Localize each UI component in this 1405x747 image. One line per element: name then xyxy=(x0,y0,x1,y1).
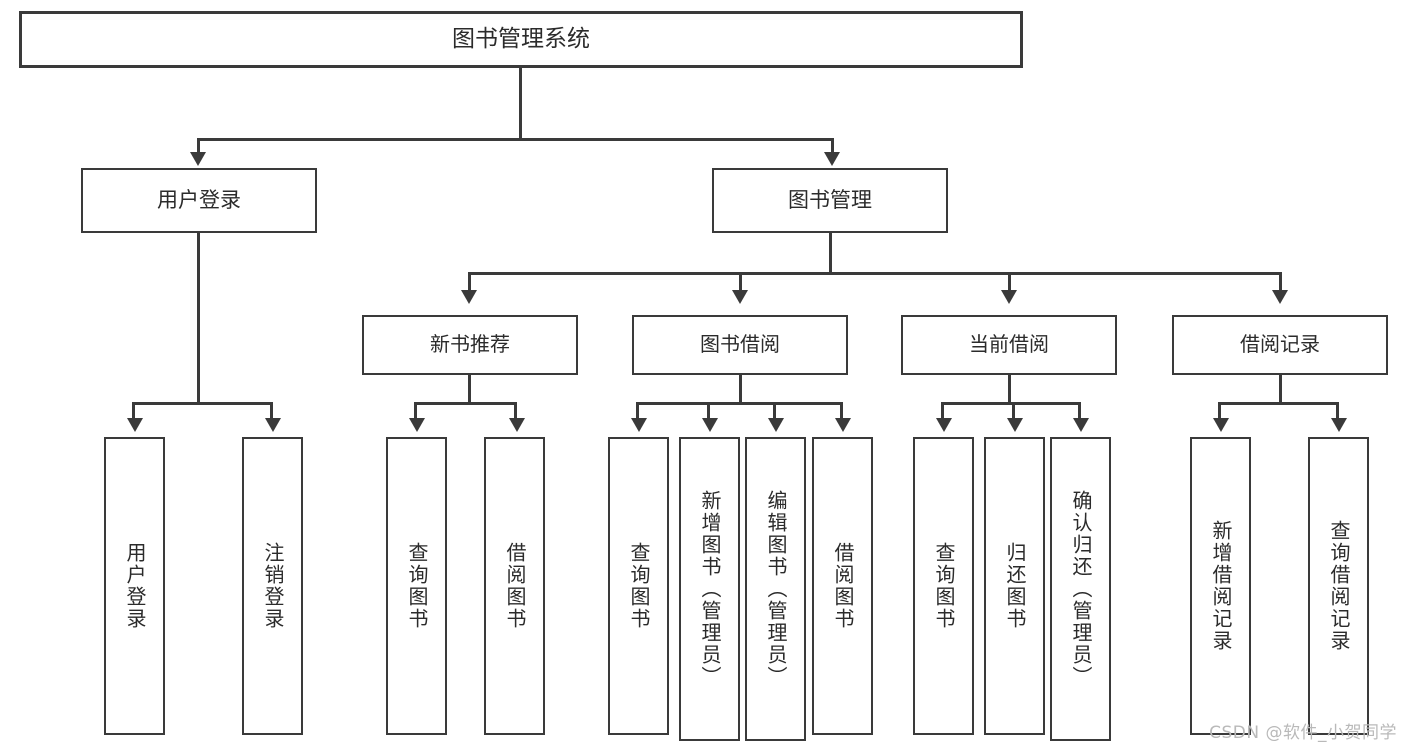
edge-book-mgmt-stem xyxy=(829,233,832,275)
edge-book-borrow-to-leaf-4 xyxy=(840,402,843,420)
node-label: 注销登录 xyxy=(261,542,285,630)
edge-new-book-rec-stem xyxy=(468,375,471,405)
leaf-return-books[interactable]: 归还图书 xyxy=(984,437,1045,735)
node-label: 借阅图书 xyxy=(831,542,855,630)
edge-root-bus xyxy=(197,138,834,141)
arrow-book-borrow-to-leaf-2 xyxy=(702,418,718,432)
node-label: 新增图书（管理员） xyxy=(698,490,722,688)
leaf-query-borrow-record[interactable]: 查询借阅记录 xyxy=(1308,437,1369,735)
node-label: 新书推荐 xyxy=(430,332,510,357)
leaf-borrow-books-new-book-rec[interactable]: 借阅图书 xyxy=(484,437,545,735)
edge-user-login-to-leaf-2 xyxy=(270,402,273,420)
arrow-borrow-record-to-leaf-1 xyxy=(1213,418,1229,432)
leaf-user-login[interactable]: 用户登录 xyxy=(104,437,165,735)
edge-new-book-rec-to-leaf-1 xyxy=(414,402,417,420)
node-current-borrowing[interactable]: 当前借阅 xyxy=(901,315,1117,375)
node-label: 图书管理系统 xyxy=(452,25,590,52)
node-user-login[interactable]: 用户登录 xyxy=(81,168,317,233)
node-label: 图书借阅 xyxy=(700,332,780,357)
node-label: 归还图书 xyxy=(1003,542,1027,630)
arrow-user-login-to-leaf-1 xyxy=(127,418,143,432)
arrow-to-new-book-rec xyxy=(461,290,477,304)
node-label: 用户登录 xyxy=(157,188,241,213)
node-label: 当前借阅 xyxy=(969,332,1049,357)
arrow-current-borrow-to-leaf-1 xyxy=(936,418,952,432)
edge-root-to-book-mgmt xyxy=(831,138,834,154)
node-book-borrowing[interactable]: 图书借阅 xyxy=(632,315,848,375)
edge-book-borrow-to-leaf-2 xyxy=(707,402,710,420)
leaf-query-books-current-borrow[interactable]: 查询图书 xyxy=(913,437,974,735)
leaf-borrow-books-book-borrow[interactable]: 借阅图书 xyxy=(812,437,873,735)
leaf-query-books-new-book-rec[interactable]: 查询图书 xyxy=(386,437,447,735)
arrow-current-borrow-to-leaf-2 xyxy=(1007,418,1023,432)
arrow-borrow-record-to-leaf-2 xyxy=(1331,418,1347,432)
leaf-add-borrow-record[interactable]: 新增借阅记录 xyxy=(1190,437,1251,735)
node-label: 查询图书 xyxy=(405,542,429,630)
arrow-current-borrow-to-leaf-3 xyxy=(1073,418,1089,432)
edge-current-borrow-to-leaf-2 xyxy=(1012,402,1015,420)
arrow-book-borrow-to-leaf-1 xyxy=(631,418,647,432)
edge-user-login-bus xyxy=(132,402,273,405)
edge-book-borrow-to-leaf-3 xyxy=(773,402,776,420)
edge-user-login-stem xyxy=(197,233,200,405)
arrow-book-borrow-to-leaf-4 xyxy=(835,418,851,432)
edge-to-borrow-record xyxy=(1279,272,1282,292)
arrow-to-borrow-record xyxy=(1272,290,1288,304)
node-label: 图书管理 xyxy=(788,188,872,213)
node-new-book-recommendation[interactable]: 新书推荐 xyxy=(362,315,578,375)
arrow-to-current-borrow xyxy=(1001,290,1017,304)
arrow-new-book-rec-to-leaf-2 xyxy=(509,418,525,432)
arrow-book-borrow-to-leaf-3 xyxy=(768,418,784,432)
edge-user-login-to-leaf-1 xyxy=(132,402,135,420)
arrow-root-to-user-login xyxy=(190,152,206,166)
edge-book-borrow-stem xyxy=(739,375,742,405)
edge-book-mgmt-bus xyxy=(468,272,1282,275)
edge-borrow-record-stem xyxy=(1279,375,1282,405)
edge-root-to-user-login xyxy=(197,138,200,154)
node-label: 查询借阅记录 xyxy=(1327,520,1351,652)
edge-book-borrow-bus xyxy=(636,402,842,405)
arrow-to-book-borrow xyxy=(732,290,748,304)
node-label: 用户登录 xyxy=(123,542,147,630)
edge-new-book-rec-to-leaf-2 xyxy=(514,402,517,420)
edge-current-borrow-bus xyxy=(941,402,1080,405)
node-label: 编辑图书（管理员） xyxy=(764,490,788,688)
edge-current-borrow-stem xyxy=(1008,375,1011,405)
edge-to-current-borrow xyxy=(1008,272,1011,292)
node-label: 借阅记录 xyxy=(1240,332,1320,357)
node-label: 确认归还（管理员） xyxy=(1069,490,1093,688)
edge-to-book-borrow xyxy=(739,272,742,292)
edge-book-borrow-to-leaf-1 xyxy=(636,402,639,420)
leaf-edit-book-admin[interactable]: 编辑图书（管理员） xyxy=(745,437,806,741)
edge-current-borrow-to-leaf-1 xyxy=(941,402,944,420)
node-label: 借阅图书 xyxy=(503,542,527,630)
node-root-book-management-system[interactable]: 图书管理系统 xyxy=(19,11,1023,68)
node-label: 查询图书 xyxy=(627,542,651,630)
leaf-query-books-book-borrow[interactable]: 查询图书 xyxy=(608,437,669,735)
leaf-add-book-admin[interactable]: 新增图书（管理员） xyxy=(679,437,740,741)
edge-borrow-record-to-leaf-2 xyxy=(1336,402,1339,420)
edge-borrow-record-to-leaf-1 xyxy=(1218,402,1221,420)
node-borrowing-record[interactable]: 借阅记录 xyxy=(1172,315,1388,375)
edge-borrow-record-bus xyxy=(1218,402,1338,405)
edge-to-new-book-rec xyxy=(468,272,471,292)
edge-root-stem xyxy=(519,68,522,140)
edge-new-book-rec-bus xyxy=(414,402,517,405)
csdn-watermark: CSDN @软件_小贺同学 xyxy=(1209,723,1397,743)
leaf-confirm-return-admin[interactable]: 确认归还（管理员） xyxy=(1050,437,1111,741)
arrow-root-to-book-mgmt xyxy=(824,152,840,166)
arrow-user-login-to-leaf-2 xyxy=(265,418,281,432)
edge-current-borrow-to-leaf-3 xyxy=(1078,402,1081,420)
node-label: 新增借阅记录 xyxy=(1209,520,1233,652)
node-label: 查询图书 xyxy=(932,542,956,630)
arrow-new-book-rec-to-leaf-1 xyxy=(409,418,425,432)
leaf-logout[interactable]: 注销登录 xyxy=(242,437,303,735)
node-book-management[interactable]: 图书管理 xyxy=(712,168,948,233)
